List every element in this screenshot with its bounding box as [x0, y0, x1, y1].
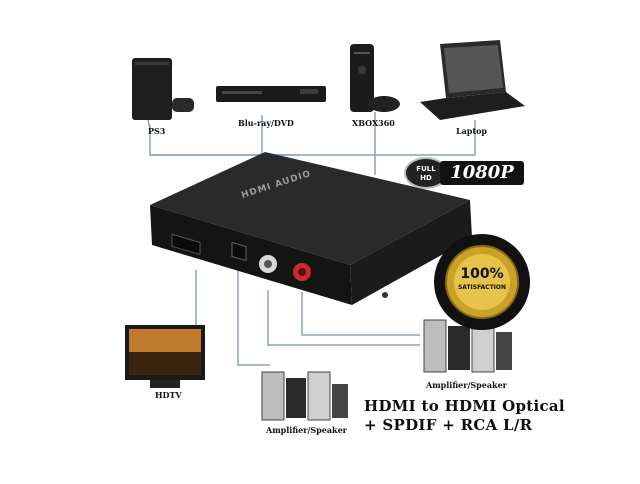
converter-device [150, 152, 472, 305]
label-xbox: XBOX360 [352, 118, 395, 128]
label-amp-right: Amplifier/Speaker [426, 380, 507, 390]
hdtv-icon [125, 325, 205, 388]
label-laptop: Laptop [456, 126, 488, 136]
xbox-icon [350, 44, 400, 112]
resolution-label: 1080P [440, 161, 524, 185]
product-title: HDMI to HDMI Optical + SPDIF + RCA L/R [364, 397, 565, 435]
satisfaction-seal-icon [434, 234, 530, 330]
full-hd-line2: HD [420, 174, 432, 182]
full-hd-line1: FULL [416, 165, 436, 173]
output-wiring [195, 268, 420, 366]
satisfaction-seal: 100% SATISFACTION [432, 232, 532, 332]
title-line1: HDMI to HDMI Optical [364, 397, 565, 415]
ps3-icon [132, 58, 194, 131]
label-ps3: PS3 [148, 126, 166, 136]
label-bluray: Blu-ray/DVD [238, 118, 294, 128]
seal-percent: 100% [460, 266, 504, 282]
label-hdtv: HDTV [155, 390, 182, 400]
seal-line: SATISFACTION [457, 284, 507, 291]
laptop-icon [420, 40, 525, 120]
label-amp-left: Amplifier/Speaker [266, 425, 347, 435]
amplifier-left-icon [261, 371, 348, 421]
title-line2: + SPDIF + RCA L/R [364, 416, 533, 434]
amplifier-right-icon [423, 319, 512, 373]
bluray-icon [216, 86, 326, 102]
